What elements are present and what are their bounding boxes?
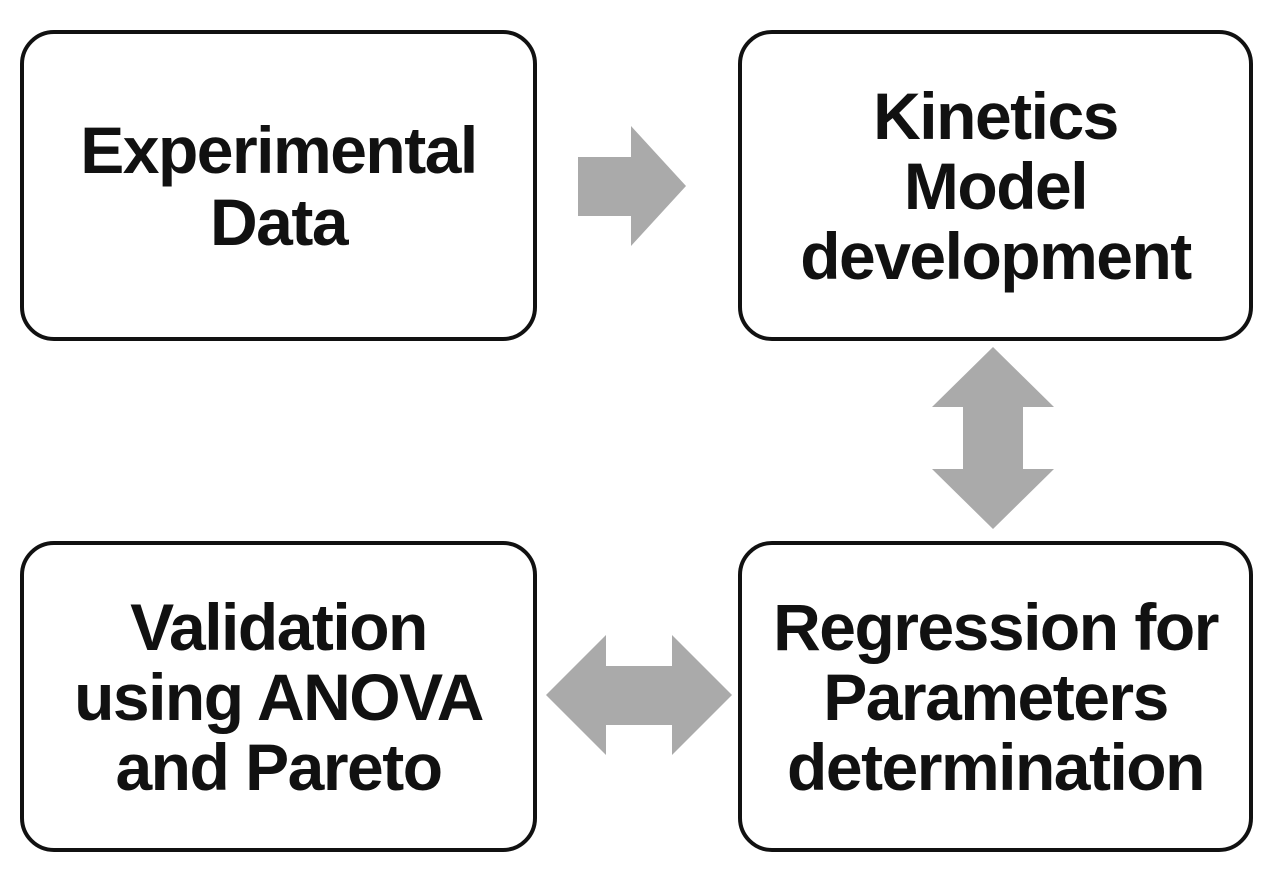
- node-regression-parameters: Regression for Parameters determination: [738, 541, 1253, 852]
- node-label-line: using ANOVA: [74, 659, 484, 734]
- node-label-line: Validation: [130, 589, 428, 664]
- node-validation-anova-pareto: Validation using ANOVA and Pareto: [20, 541, 537, 852]
- node-label-line: Kinetics: [873, 78, 1119, 153]
- node-label-line: Regression for: [773, 589, 1219, 664]
- node-kinetics-model-development: Kinetics Model development: [738, 30, 1253, 341]
- node-label-line: Experimental: [80, 112, 478, 187]
- arrow-right-icon: [578, 126, 686, 246]
- node-label-line: and Pareto: [115, 729, 443, 804]
- node-label-line: determination: [787, 729, 1205, 804]
- node-label-line: Data: [209, 184, 349, 259]
- node-label-line: Model: [903, 148, 1089, 223]
- node-label-line: Parameters: [823, 659, 1169, 734]
- node-label-line: development: [800, 218, 1192, 293]
- node-experimental-data: Experimental Data: [20, 30, 537, 341]
- arrow-up-down-icon: [932, 347, 1054, 529]
- arrow-left-right-icon: [546, 635, 732, 755]
